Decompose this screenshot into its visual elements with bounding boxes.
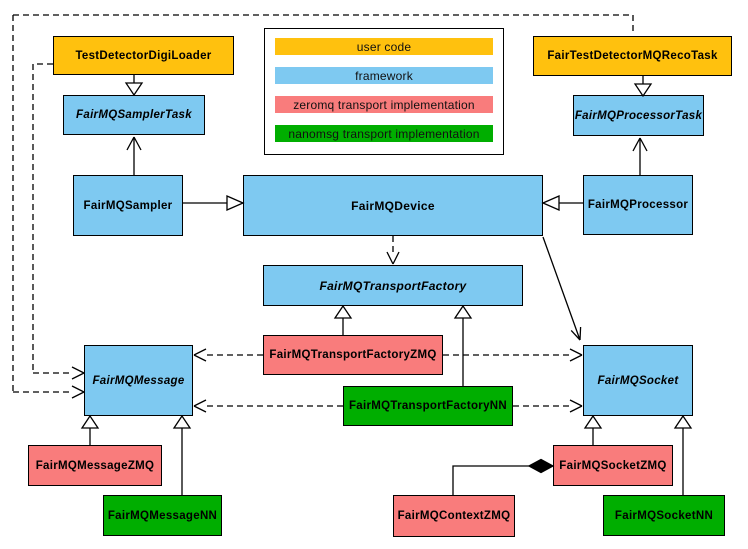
edge-device-socket [542,236,582,341]
legend-item-user-code: user code [275,38,493,55]
edge-tfnn-message [193,399,343,413]
node-fairmqmessagenn: FairMQMessageNN [103,495,222,536]
edge-device-transportfactory [386,236,400,265]
edge-socketnn-socket [673,414,693,495]
node-fairmqmessage: FairMQMessage [84,345,193,416]
edge-tfnn-socket [513,399,583,413]
legend-item-zeromq: zeromq transport implementation [275,96,493,113]
edge-messagenn-message [172,414,192,495]
edge-tfzmq-transportfactory [333,304,353,335]
node-fairmqmessagezmq: FairMQMessageZMQ [28,445,162,486]
node-testdetectordigiloader: TestDetectorDigiLoader [53,36,234,75]
node-fairtestdetectormqrecotask: FairTestDetectorMQRecoTask [533,36,732,76]
edge-processor-device [541,195,583,211]
node-fairmqsocket: FairMQSocket [583,345,693,416]
node-fairmqcontextzmq: FairMQContextZMQ [393,495,515,537]
legend-item-framework: framework [275,67,493,84]
edge-tfzmq-socket [443,348,583,362]
node-fairmqtransportfactory: FairMQTransportFactory [263,265,523,306]
node-fairmqdevice: FairMQDevice [243,175,543,236]
edge-recotask-processortask [633,76,653,98]
node-fairmqsocketzmq: FairMQSocketZMQ [553,445,673,486]
edge-digiloader-samplertask [124,75,144,97]
edge-sampler-samplertask [126,136,142,175]
edge-processor-processortask [632,137,648,175]
node-fairmqsampler: FairMQSampler [73,175,183,236]
node-fairmqtransportfactoryzmq: FairMQTransportFactoryZMQ [263,335,443,375]
edge-tfnn-transportfactory [453,304,473,386]
edge-socketzmq-socket [583,414,603,445]
edge-messagezmq-message [80,414,100,445]
node-fairmqprocessortask: FairMQProcessorTask [573,95,704,136]
edge-contextzmq-socketzmq [452,458,555,495]
legend-item-nanomsg: nanomsg transport implementation [275,125,493,142]
node-fairmqsocketnn: FairMQSocketNN [603,495,725,536]
edge-sampler-device [183,195,245,211]
legend: user code framework zeromq transport imp… [264,28,504,155]
edge-tfzmq-message [193,348,263,362]
node-fairmqsamplertask: FairMQSamplerTask [63,95,205,135]
node-fairmqprocessor: FairMQProcessor [583,175,693,235]
node-fairmqtransportfactorynn: FairMQTransportFactoryNN [343,386,513,426]
